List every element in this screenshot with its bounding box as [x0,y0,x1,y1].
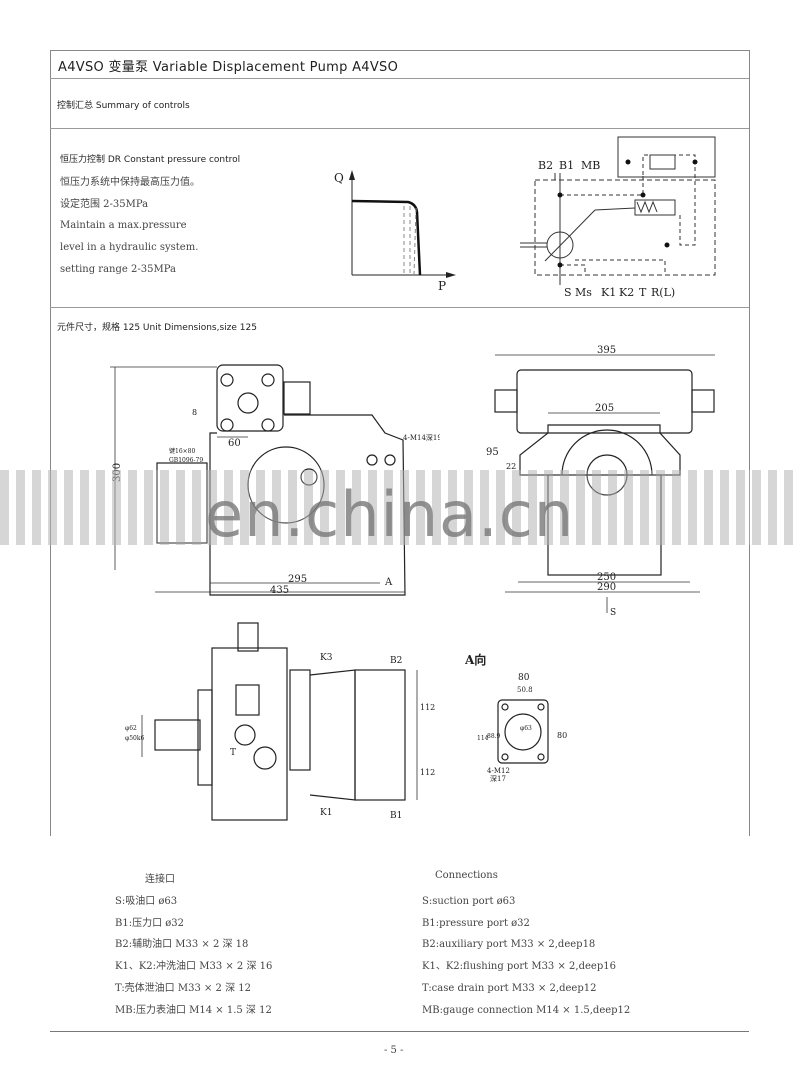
control-line: 设定范围 2-35MPa [60,198,149,210]
divider [50,78,749,79]
connection-item: K1、K2:冲洗油口 M33 × 2 深 16 [115,961,273,973]
dim-label: 435 [270,585,289,596]
q-axis-label: Q [334,171,344,185]
connection-item: S:suction port ø63 [422,896,516,907]
port-label: T [639,286,647,299]
dim-label: 295 [288,574,307,585]
summary-label: 控制汇总 Summary of controls [57,101,190,111]
connection-item: B2:auxiliary port M33 × 2,deep18 [422,939,596,951]
dimensions-label: 元件尺寸，规格 125 Unit Dimensions,size 125 [57,323,257,333]
footer-divider [50,1031,749,1032]
connections-cn-title: 连接口 [145,874,175,885]
page-title: A4VSO 变量泵 Variable Displacement Pump A4V… [58,60,399,75]
control-line: 恒压力系统中保持最高压力值。 [60,177,200,188]
dim-label: 键16×80 [169,447,195,455]
hydraulic-circuit-diagram: B2 B1 MB S Ms K1 K2 T R(L) [520,136,716,299]
port-label: B1 [390,811,402,821]
dim-label: 250 [597,572,616,583]
connections-en-list: S:suction port ø63 B1:pressure port ø32 … [422,891,630,1021]
pressure-curve [351,199,422,276]
port-label: MB [581,159,600,172]
dim-label: 112 [420,768,435,777]
dim-label: 50.8 [517,686,533,694]
connection-item: B1:pressure port ø32 [422,917,530,929]
port-label: K3 [320,653,333,663]
dim-label: 290 [597,582,616,593]
connection-item: S:吸油口 ø63 [115,896,178,907]
dim-label: 80 [557,731,567,740]
port-label: B2 [390,656,402,666]
divider [50,128,749,129]
control-description: 恒压力系统中保持最高压力值。 设定范围 2-35MPa Maintain a m… [60,172,200,281]
port-label: K1 [320,808,332,818]
dim-label: 112 [420,703,435,712]
connection-item: K1、K2:flushing port M33 × 2,deep16 [422,961,616,973]
connections-en-title: Connections [435,870,498,881]
connection-item: B1:压力口 ø32 [115,917,185,929]
dim-label: 395 [597,345,616,356]
dim-label: 深17 [490,774,506,783]
dim-label: φ63 [520,725,532,732]
dim-label: φ50k6 [125,735,144,742]
watermark-text: en.china.cn [205,478,575,551]
port-label: K1 [601,286,616,299]
top-view-drawing: K3 K1 B2 B1 T 112 112 φ62 φ50k6 [125,622,435,821]
dim-label: A [384,577,393,588]
dim-label: 80 [518,673,530,683]
pq-characteristic-graph: Q P [334,170,456,293]
dim-label: 95 [486,447,499,458]
connection-item: T:case drain port M33 × 2,deep12 [422,982,597,994]
port-label: K2 [619,286,634,299]
page-number: - 5 - [384,1045,404,1056]
setting-range-lines [403,206,417,276]
dim-label: 22 [506,462,516,471]
p-axis-label: P [438,279,446,293]
port-label: B2 [538,159,553,172]
control-line: Maintain a max.pressure [60,220,187,232]
page-frame [50,50,750,836]
port-label: R(L) [651,286,675,299]
dim-label: GB1096-79 [169,457,203,464]
port-label: T [230,748,236,758]
a-view-title: A向 [465,652,486,667]
port-label: S [564,286,572,299]
control-heading: 恒压力控制 DR Constant pressure control [60,155,241,165]
dim-label: 60 [228,438,241,449]
dim-label: 4-M14深19 [403,433,440,442]
connections-cn-list: S:吸油口 ø63 B1:压力口 ø32 B2:辅助油口 M33 × 2 深 1… [115,891,272,1021]
watermark-band [0,470,800,545]
dim-label: 8 [192,408,197,417]
connection-item: MB:压力表油口 M14 × 1.5 深 12 [115,1004,272,1016]
connection-item: MB:gauge connection M14 × 1.5,deep12 [422,1004,631,1016]
connection-item: T:壳体泄油口 M33 × 2 深 12 [115,982,252,994]
control-line: level in a hydraulic system. [60,242,199,254]
dim-label: 4-M12 [487,767,510,775]
control-line: setting range 2-35MPa [60,263,176,275]
dim-label: 205 [595,403,614,414]
dim-label: 88.9 [487,733,501,740]
port-label: Ms [575,286,592,299]
dim-label: S [610,608,616,618]
dim-label: φ62 [125,725,137,732]
port-label: B1 [559,159,574,172]
dim-label: 114 [477,735,489,742]
divider [50,307,749,308]
connection-item: B2:辅助油口 M33 × 2 深 18 [115,939,249,951]
a-view-drawing: A向 80 50.8 114 88.9 80 φ63 4-M12 深17 [465,652,567,783]
